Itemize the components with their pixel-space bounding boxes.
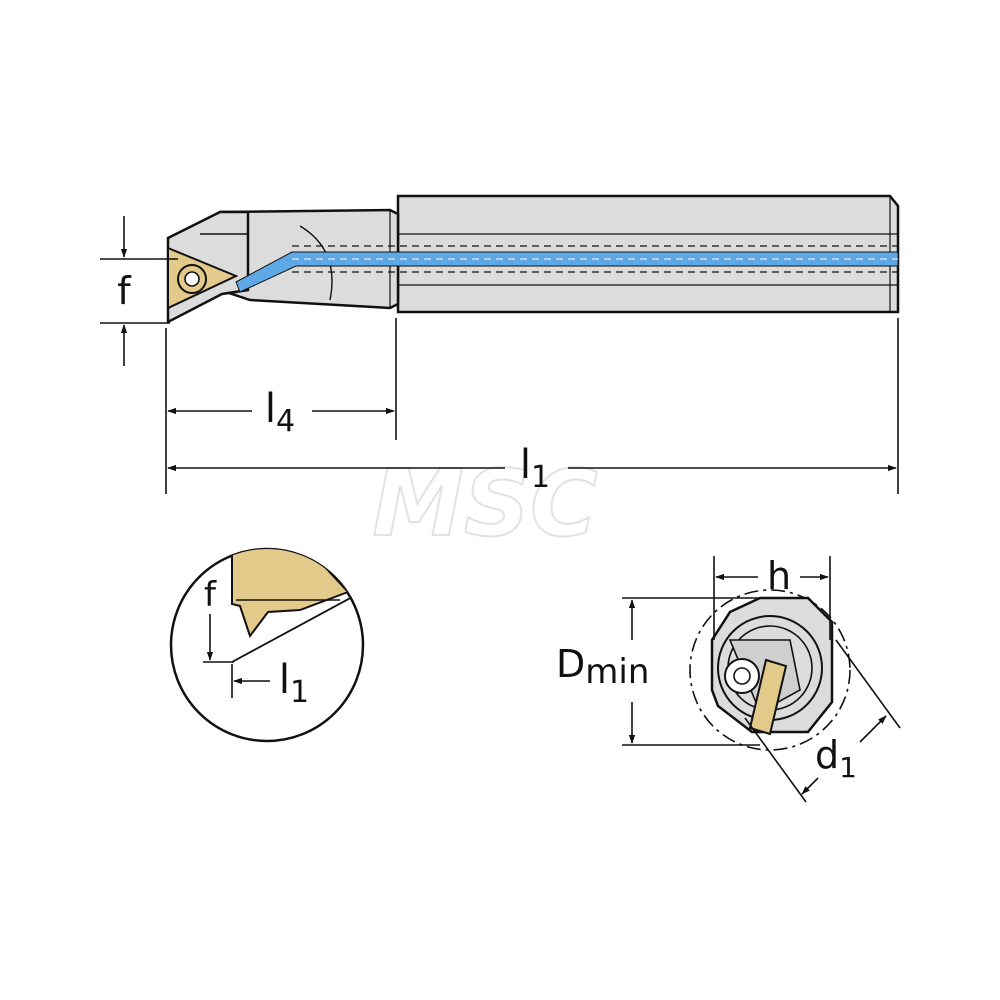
detail-l1-label: l1 <box>279 657 309 710</box>
msc-watermark: MSC <box>372 450 597 557</box>
insert-detail-view: f l1 <box>169 547 365 743</box>
detail-f-label: f <box>204 575 217 615</box>
tool-side-view <box>166 194 900 325</box>
f-label: f <box>117 269 132 313</box>
l4-label: l4 <box>265 386 295 439</box>
dimension-l1: l1 <box>167 442 897 495</box>
dmin-label: Dmin <box>556 642 649 692</box>
dimension-f: f <box>100 216 178 366</box>
end-view: h Dmin d1 <box>556 554 901 803</box>
end-view-insert <box>748 658 788 736</box>
coolant-channel <box>235 251 899 293</box>
h-label: h <box>767 554 791 598</box>
d1-label: d1 <box>815 733 857 784</box>
dimension-l4: l4 <box>167 386 395 439</box>
l1-label: l1 <box>520 442 550 495</box>
